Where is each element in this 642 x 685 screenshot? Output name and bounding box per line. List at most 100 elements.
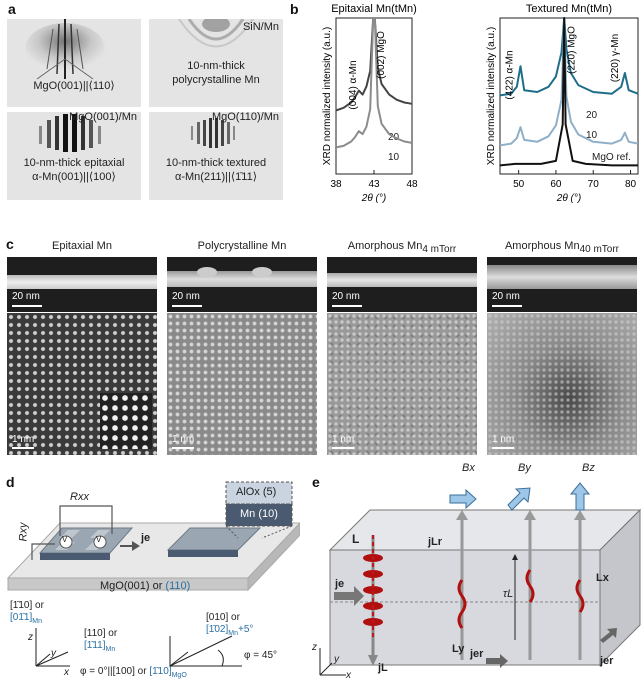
rheed-caption-line1: 10-nm-thick textured: [165, 157, 267, 169]
panel-e-label: e: [312, 474, 320, 490]
x-tick-label: 50: [513, 179, 525, 190]
panel-a-label: a: [8, 1, 16, 17]
x-axis-label: 2θ (°): [361, 193, 386, 204]
rxy-label: Rxy: [17, 522, 30, 542]
stem-lattice-amorphous-40: 1 nm: [487, 313, 637, 455]
rheed-streaks: [39, 114, 101, 152]
scale-bar-label: 1 nm: [12, 434, 35, 445]
stem-title-epitaxial: Epitaxial Mn: [52, 240, 112, 252]
peak-annotation: (002) MgO: [376, 31, 387, 79]
y-axis-label: XRD normalized intensity (a.u.): [322, 27, 333, 165]
chart-title: Epitaxial Mn(tMn): [331, 3, 417, 15]
peak-annotation: (004) α-Mn: [348, 60, 359, 109]
orbital-moment-y-label: Ly: [452, 643, 465, 655]
current-density-label: je: [335, 578, 345, 590]
current-label: je: [141, 532, 151, 544]
rheed-pattern-polycrystalline: SiN/Mn 10-nm-thick polycrystalline Mn: [149, 19, 283, 107]
series-label: MgO ref.: [592, 152, 631, 163]
scale-bar-label: 1 nm: [332, 434, 355, 445]
orbital-current-label: jL: [378, 662, 388, 674]
stem-cross-section-polycrystalline: 20 nm: [167, 257, 317, 312]
stem-cross-section-epitaxial: 20 nm: [7, 257, 157, 312]
y-axis-label: XRD normalized intensity (a.u.): [486, 27, 497, 165]
reflected-current-label-2: jer: [600, 655, 614, 667]
stem-cross-section-amorphous-4: 20 nm: [327, 257, 477, 312]
xrd-chart-epitaxial: Epitaxial Mn(tMn) XRD normalized intensit…: [322, 3, 418, 204]
field-y-label: By: [518, 462, 531, 474]
phi-45-label: φ = 45°: [244, 650, 278, 661]
orbital-moment-column: [363, 535, 383, 666]
peak-annotation: (220) γ-Mn: [610, 34, 621, 82]
voltmeter-2-label: V: [96, 535, 102, 544]
rheed-pattern-mgo: MgO(001)||⟨110⟩: [7, 19, 141, 107]
phi-zero-label: φ = 0°||[100] or [1̄10]MgO: [80, 666, 187, 679]
scale-bar-label: 20 nm: [332, 291, 360, 302]
stem-lattice-amorphous-4: 1 nm: [327, 313, 477, 455]
rheed-pattern-textured: MgO(110)/Mn 10-nm-thick textured α-Mn(21…: [149, 112, 283, 200]
series-label: 10: [388, 152, 400, 163]
substrate-label: MgO(001) or (110): [100, 580, 191, 592]
rheed-corner-label: MgO(001)/Mn: [69, 112, 137, 123]
series-label: 20: [586, 110, 598, 121]
scale-bar-label: 20 nm: [12, 291, 40, 302]
orbital-moment-x-label: Lx: [596, 572, 609, 584]
stem-cross-section-amorphous-40: 20 nm: [487, 257, 637, 312]
rheed-streaks: [25, 19, 105, 80]
panel-b-label: b: [290, 1, 299, 17]
reflected-current-label: jer: [470, 648, 484, 660]
x-tick-label: 48: [406, 179, 418, 190]
scale-bar-label: 1 nm: [492, 434, 515, 445]
axis-1-label: [1̄10] or [01̄1]Mn: [10, 600, 44, 625]
axes-left: [35, 628, 70, 667]
xrd-chart-textured: Textured Mn(tMn) XRD normalized intensity…: [486, 3, 639, 204]
rheed-caption: MgO(001)||⟨110⟩: [33, 80, 115, 92]
stem-lattice-epitaxial: 1 nm: [7, 313, 157, 455]
chart-title: Textured Mn(tMn): [526, 3, 612, 15]
scale-bar-label: 1 nm: [172, 434, 195, 445]
stem-title-polycrystalline: Polycrystalline Mn: [197, 240, 287, 252]
axis-y-label: y: [334, 654, 339, 665]
reflected-orbital-current-label: jLr: [428, 536, 443, 548]
rheed-caption-line2: polycrystalline Mn: [172, 74, 260, 86]
plot-frame: [499, 17, 639, 175]
axes-e: [319, 648, 346, 676]
axis-z-label: z: [312, 642, 317, 653]
rheed-corner-label: MgO(110)/Mn: [211, 112, 279, 123]
axes-right: [169, 635, 242, 667]
stack-mn-label: Mn (10): [240, 508, 278, 520]
axis-z-label: z: [28, 632, 33, 643]
rheed-corner-label: SiN/Mn: [242, 21, 279, 33]
x-tick-label: 38: [330, 179, 342, 190]
series-line-MgO-ref-: [499, 17, 638, 167]
device-schematic: [6, 481, 300, 667]
axis-x-label: x: [64, 667, 69, 678]
lattice-inset: [100, 393, 152, 449]
stack-alox-label: AlOx (5): [236, 486, 277, 498]
panel-d-label: d: [6, 474, 15, 490]
rheed-caption-line1: 10-nm-thick epitaxial: [23, 157, 125, 169]
scale-bar-label: 20 nm: [492, 291, 520, 302]
hall-bar-device-2: [166, 527, 262, 557]
peak-annotation: (220) MgO: [567, 26, 578, 74]
x-tick-label: 70: [588, 179, 600, 190]
rheed-caption-line1: 10-nm-thick: [187, 60, 245, 72]
rheed-rings: [178, 19, 254, 48]
x-tick-label: 43: [368, 179, 380, 190]
field-z-label: Bz: [582, 462, 595, 474]
rxx-label: Rxx: [70, 491, 89, 503]
axis-3-label: [010] or [1̄02]Mn+5°: [206, 612, 254, 637]
series-label: 10: [586, 130, 598, 141]
x-tick-label: 80: [625, 179, 637, 190]
rheed-caption-line2: α-Mn(211)||⟨1̄11⟩: [174, 171, 257, 183]
axis-x-label: x: [346, 670, 351, 681]
axis-2-label: [110] or [1̄11]Mn: [84, 628, 118, 653]
scale-bar-label: 20 nm: [172, 291, 200, 302]
x-tick-label: 60: [550, 179, 562, 190]
x-axis-label: 2θ (°): [556, 193, 581, 204]
orbital-torque-schematic: [319, 482, 642, 676]
peak-annotation: (422) α-Mn: [504, 50, 515, 99]
orbital-relaxation-label: τL: [503, 588, 514, 600]
panel-c-label: c: [6, 236, 14, 252]
stem-title-amorphous-40: Amorphous Mn40 mTorr: [504, 240, 620, 256]
voltmeter-1-label: V: [62, 535, 68, 544]
